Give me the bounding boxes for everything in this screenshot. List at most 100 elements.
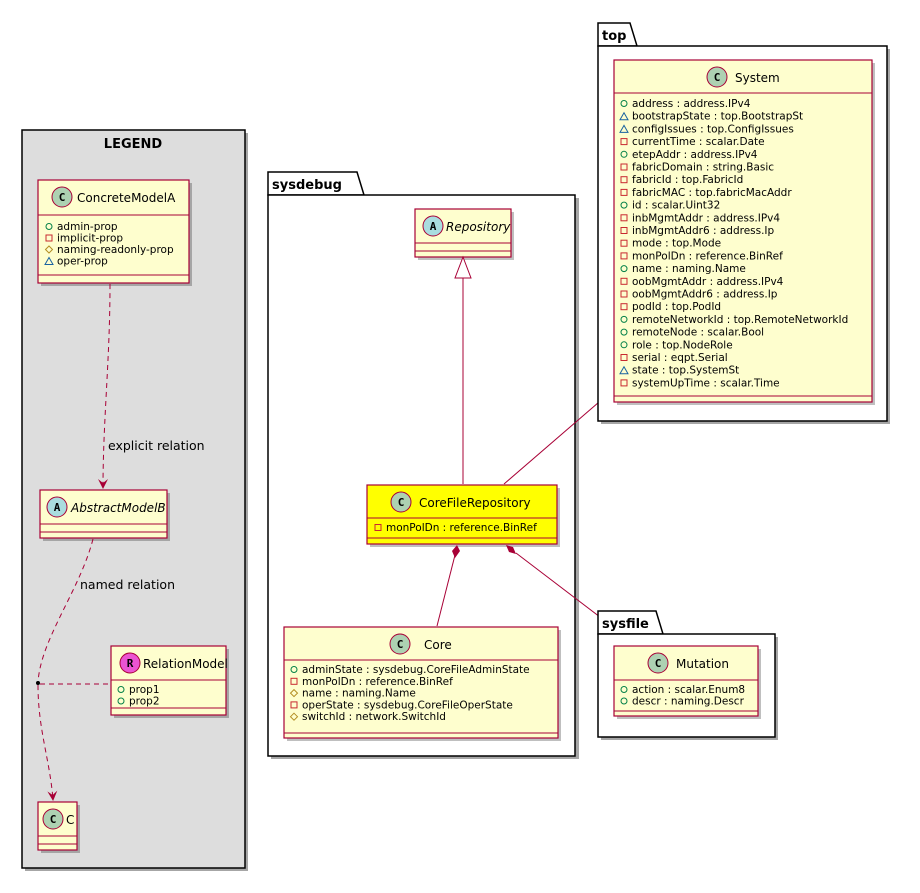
package-visibility-icon xyxy=(619,124,629,133)
core-name: Core xyxy=(424,638,452,652)
attribute-text: operState : sysdebug.CoreFileOperState xyxy=(302,699,513,711)
attribute-text: name : naming.Name xyxy=(302,688,416,700)
attribute-text: admin-prop xyxy=(57,221,118,233)
system-name: System xyxy=(735,71,780,85)
attribute-text: fabricId : top.FabricId xyxy=(632,174,743,186)
attribute-text: bootstrapState : top.BootstrapSt xyxy=(632,111,803,123)
attribute-text: mode : top.Mode xyxy=(632,238,721,250)
attribute-text: oper-prop xyxy=(57,256,108,268)
class-stereotype-icon xyxy=(647,652,669,674)
abstract-stereotype-icon xyxy=(422,215,444,237)
attribute-text: prop1 xyxy=(129,684,160,696)
private-visibility-icon xyxy=(620,163,628,171)
class-letter: C xyxy=(397,638,404,651)
system-composition-line xyxy=(503,395,607,485)
sysdebug-title: sysdebug xyxy=(272,178,342,193)
attribute-text: podId : top.PodId xyxy=(632,301,721,313)
sysfile-title: sysfile xyxy=(602,617,649,632)
private-visibility-icon xyxy=(290,701,298,709)
public-visibility-icon xyxy=(620,265,628,273)
relation-model-name: RelationModel xyxy=(143,657,228,671)
private-visibility-icon xyxy=(620,227,628,234)
attribute-text: fabricMAC : top.fabricMacAddr xyxy=(632,187,792,199)
class-letter: C xyxy=(50,813,57,826)
attribute-text: descr : naming.Descr xyxy=(632,696,745,708)
class-letter: C xyxy=(398,496,405,509)
private-visibility-icon xyxy=(620,379,628,387)
public-visibility-icon xyxy=(117,686,125,693)
attribute-text: address : address.IPv4 xyxy=(632,98,751,110)
concrete-model-attrs: admin-propimplicit-propnaming-readonly-p… xyxy=(44,221,174,268)
core-file-repository-name: CoreFileRepository xyxy=(419,496,531,510)
generalization-arrowhead xyxy=(454,255,472,279)
public-visibility-icon xyxy=(290,666,298,673)
class-letter: C xyxy=(714,71,721,84)
attribute-text: adminState : sysdebug.CoreFileAdminState xyxy=(302,664,530,676)
public-visibility-icon xyxy=(620,315,628,323)
attribute-text: monPolDn : reference.BinRef xyxy=(632,250,783,262)
target-relation-arrow xyxy=(37,684,58,801)
public-visibility-icon xyxy=(620,341,628,349)
repository-name: Repository xyxy=(446,220,511,234)
attribute-text: inbMgmtAddr : address.IPv4 xyxy=(632,212,780,224)
legend-title: LEGEND xyxy=(104,137,163,152)
attribute-text: inbMgmtAddr6 : address.Ip xyxy=(632,225,775,237)
attribute-text: monPolDn : reference.BinRef xyxy=(302,676,453,688)
legend-relations: explicit relation named relation xyxy=(36,283,205,801)
package-visibility-icon xyxy=(619,365,629,375)
private-visibility-icon xyxy=(620,176,628,184)
core-file-repository-class[interactable]: C CoreFileRepository monPolDn : referenc… xyxy=(366,484,560,547)
private-visibility-icon xyxy=(374,524,382,531)
private-visibility-icon xyxy=(620,354,628,361)
top-title: top xyxy=(602,29,626,44)
attribute-text: monPolDn : reference.BinRef xyxy=(386,522,537,534)
protected-visibility-icon xyxy=(289,712,299,721)
public-visibility-icon xyxy=(620,328,628,336)
abstract-model-name: AbstractModelB xyxy=(70,501,166,515)
class-stereotype-icon xyxy=(390,491,412,513)
private-visibility-icon xyxy=(290,677,298,685)
target-model-name: C xyxy=(66,813,74,827)
core-composition-diamond xyxy=(452,545,460,558)
attribute-text: id : scalar.Uint32 xyxy=(632,200,720,212)
attribute-text: currentTime : scalar.Date xyxy=(632,136,765,148)
attribute-text: systemUpTime : scalar.Time xyxy=(632,377,780,389)
attribute-text: switchId : network.SwitchId xyxy=(302,711,446,723)
abstract-letter: A xyxy=(54,501,61,514)
attribute-text: etepAddr : address.IPv4 xyxy=(632,149,758,161)
package-visibility-icon xyxy=(44,256,54,265)
named-relation-label: named relation xyxy=(80,577,175,592)
private-visibility-icon xyxy=(620,239,628,247)
concrete-model-class[interactable]: C ConcreteModelA admin-propimplicit-prop… xyxy=(37,179,192,286)
protected-visibility-icon xyxy=(44,245,54,254)
relation-letter: R xyxy=(127,657,134,670)
class-letter: C xyxy=(59,191,66,204)
class-stereotype-icon xyxy=(42,808,64,830)
protected-visibility-icon xyxy=(289,688,299,698)
attribute-text: name : naming.Name xyxy=(632,263,746,275)
abstract-model-class[interactable]: A AbstractModelB xyxy=(39,489,170,541)
attribute-text: action : scalar.Enum8 xyxy=(632,684,745,696)
public-visibility-icon xyxy=(45,223,53,230)
abstract-letter: A xyxy=(430,220,437,233)
private-visibility-icon xyxy=(620,188,628,196)
attribute-text: state : top.SystemSt xyxy=(632,365,739,377)
core-attrs: adminState : sysdebug.CoreFileAdminState… xyxy=(289,664,530,723)
repository-class[interactable]: A Repository xyxy=(414,208,514,260)
association-point xyxy=(36,681,40,685)
attribute-text: prop2 xyxy=(129,696,160,708)
private-visibility-icon xyxy=(45,234,53,242)
private-visibility-icon xyxy=(620,252,628,260)
system-class[interactable]: C System address : address.IPv4bootstrap… xyxy=(613,59,875,405)
core-composition-line xyxy=(436,554,456,627)
concrete-model-name: ConcreteModelA xyxy=(77,191,176,205)
class-stereotype-icon xyxy=(389,633,411,655)
attribute-text: remoteNode : scalar.Bool xyxy=(632,327,764,339)
core-class[interactable]: C Core adminState : sysdebug.CoreFileAdm… xyxy=(283,626,561,741)
target-model-class[interactable]: C C xyxy=(37,801,80,853)
relation-stereotype-icon xyxy=(119,652,141,674)
attribute-text: remoteNetworkId : top.RemoteNetworkId xyxy=(632,314,848,326)
